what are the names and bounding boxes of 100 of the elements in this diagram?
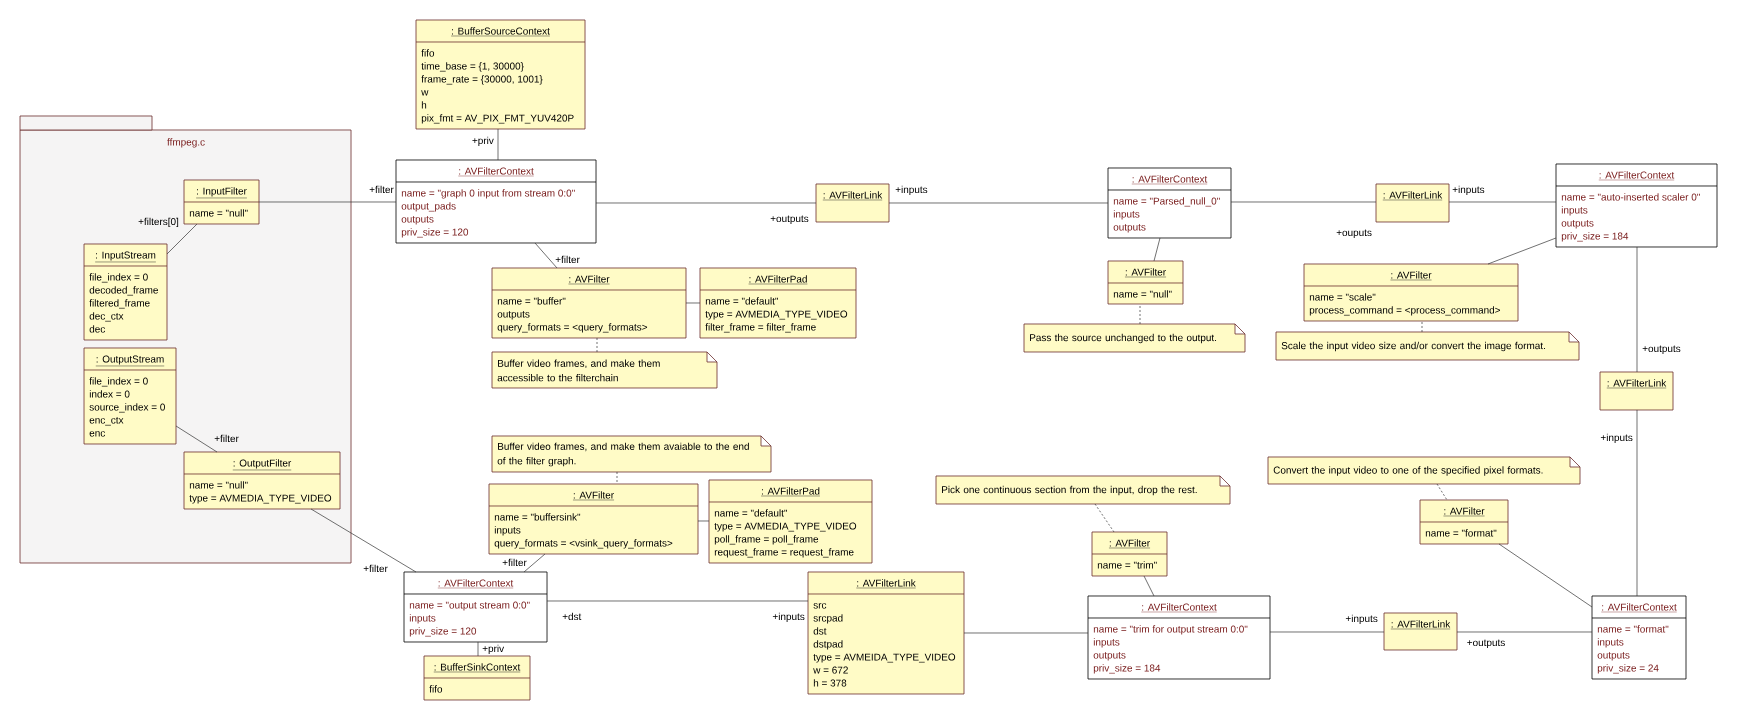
object-box	[1091, 531, 1168, 577]
attribute-text: process_command = <process_command>	[1309, 306, 1500, 316]
connector-line	[1498, 543, 1593, 608]
attribute-text: fifo	[421, 49, 435, 57]
object-box	[488, 483, 699, 555]
role-label: +ouputs	[1336, 229, 1372, 239]
attribute-text: outputs	[1113, 224, 1146, 233]
role-label: +inputs	[772, 612, 805, 623]
attribute-text: query_formats = <vsink_query_formats>	[494, 539, 673, 549]
attribute-text: name = "default"	[714, 509, 788, 517]
object-box	[1375, 183, 1450, 223]
connector-line	[1487, 237, 1557, 265]
attribute-text: filter_frame = filter_frame	[705, 323, 816, 333]
object-box	[1107, 167, 1232, 239]
object-box	[183, 179, 260, 225]
note-connector	[596, 337, 598, 353]
connector-line	[1269, 631, 1385, 633]
object-name: : AVFilter	[568, 275, 610, 285]
connector-line	[1448, 201, 1557, 203]
attribute-text: h	[421, 101, 427, 109]
attribute-text: dec_ctx	[89, 312, 124, 322]
note-text: Pick one continuous section from the input, drop the rest.	[942, 485, 1197, 496]
note	[1023, 323, 1246, 353]
role-label: +filters[0]	[138, 217, 179, 228]
note-text: Convert the input video to one of the specified pixel formats.	[1273, 466, 1543, 476]
connector-line	[888, 202, 1109, 204]
connector-line	[166, 223, 198, 255]
role-label: +inputs	[1600, 433, 1633, 444]
note-text: Scale the input video size and/or convert the image format.	[1281, 341, 1545, 352]
role-label: +filter	[214, 434, 239, 443]
attribute-text: priv_size = 184	[1561, 232, 1629, 242]
attribute-text: pix_fmt = AV_PIX_FMT_YUV420P	[421, 114, 574, 124]
attribute-text: name = "output stream 0:0"	[409, 601, 530, 611]
attribute-text: outputs	[401, 216, 434, 225]
attribute-text: name = "null"	[189, 209, 248, 217]
connector-line	[1230, 201, 1377, 203]
role-label: +filter	[369, 185, 394, 194]
attribute-text: dstpad	[813, 640, 843, 650]
connector-line	[963, 632, 1089, 634]
attribute-text: source_index = 0	[89, 403, 165, 413]
attribute-text: decoded_frame	[89, 286, 158, 296]
connector-line	[546, 600, 809, 602]
object-name: : BufferSinkContext	[433, 663, 521, 673]
object-box	[1591, 595, 1687, 680]
connector-line	[497, 128, 499, 161]
connector-line	[685, 302, 701, 304]
object-name: : AVFilter	[1390, 271, 1432, 281]
note	[491, 435, 772, 473]
attribute-text: outputs	[1597, 652, 1630, 661]
object-box	[1599, 371, 1674, 411]
attribute-text: inputs	[409, 614, 436, 624]
note	[1275, 331, 1580, 361]
object-name: : AVFilterLink	[1390, 620, 1451, 630]
object-box	[1419, 499, 1509, 545]
object-box	[807, 571, 965, 695]
connector-line	[175, 425, 218, 453]
connector-line	[1143, 575, 1155, 597]
attribute-text: name = "format"	[1425, 529, 1497, 537]
attribute-text: name = "trim for output stream 0:0"	[1093, 625, 1248, 635]
object-box	[1087, 595, 1271, 680]
object-box	[699, 267, 857, 339]
connector-line	[523, 553, 546, 573]
object-box	[83, 243, 168, 341]
object-name: : BufferSourceContext	[450, 27, 551, 37]
attribute-text: priv_size = 120	[401, 228, 469, 238]
object-box	[395, 159, 597, 244]
attribute-text: outputs	[1093, 652, 1126, 661]
attribute-text: srcpad	[813, 614, 843, 624]
object-name: : AVFilterPad	[760, 487, 821, 497]
role-label: +filter	[363, 564, 388, 573]
attribute-text: type = AVMEDIA_TYPE_VIDEO	[714, 522, 857, 532]
attribute-text: inputs	[1113, 210, 1140, 220]
role-label: +outputs	[1467, 639, 1505, 649]
attribute-text: name = "format"	[1597, 625, 1669, 633]
object-name: : AVFilterLink	[822, 191, 883, 201]
attribute-text: enc	[89, 431, 105, 437]
connector-line	[1636, 409, 1638, 597]
attribute-text: inputs	[494, 526, 521, 536]
attribute-text: frame_rate = {30000, 1001}	[421, 75, 543, 85]
connector-line	[1456, 631, 1593, 633]
connector-line	[697, 520, 710, 522]
role-label: +inputs	[1345, 614, 1378, 625]
attribute-text: request_frame = request_frame	[714, 548, 854, 558]
attribute-text: name = "default"	[705, 297, 779, 305]
note	[935, 475, 1231, 505]
attribute-text: time_base = {1, 30000}	[421, 62, 524, 72]
object-name: : InputFilter	[195, 187, 248, 199]
attribute-text: w	[421, 90, 429, 96]
attribute-text: filtered_frame	[89, 299, 150, 309]
object-name: : OutputFilter	[232, 459, 292, 471]
note-connector	[1094, 503, 1115, 533]
note-connector	[1421, 320, 1423, 333]
attribute-text: priv_size = 184	[1093, 664, 1161, 674]
object-name: : AVFilterLink	[856, 579, 916, 589]
connector-line	[310, 508, 417, 573]
role-label: +filter	[555, 255, 580, 264]
object-box	[423, 655, 531, 701]
attribute-text: name = "auto-inserted scaler 0"	[1561, 193, 1700, 201]
attribute-text: enc_ctx	[89, 417, 124, 426]
attribute-text: index = 0	[89, 390, 130, 398]
